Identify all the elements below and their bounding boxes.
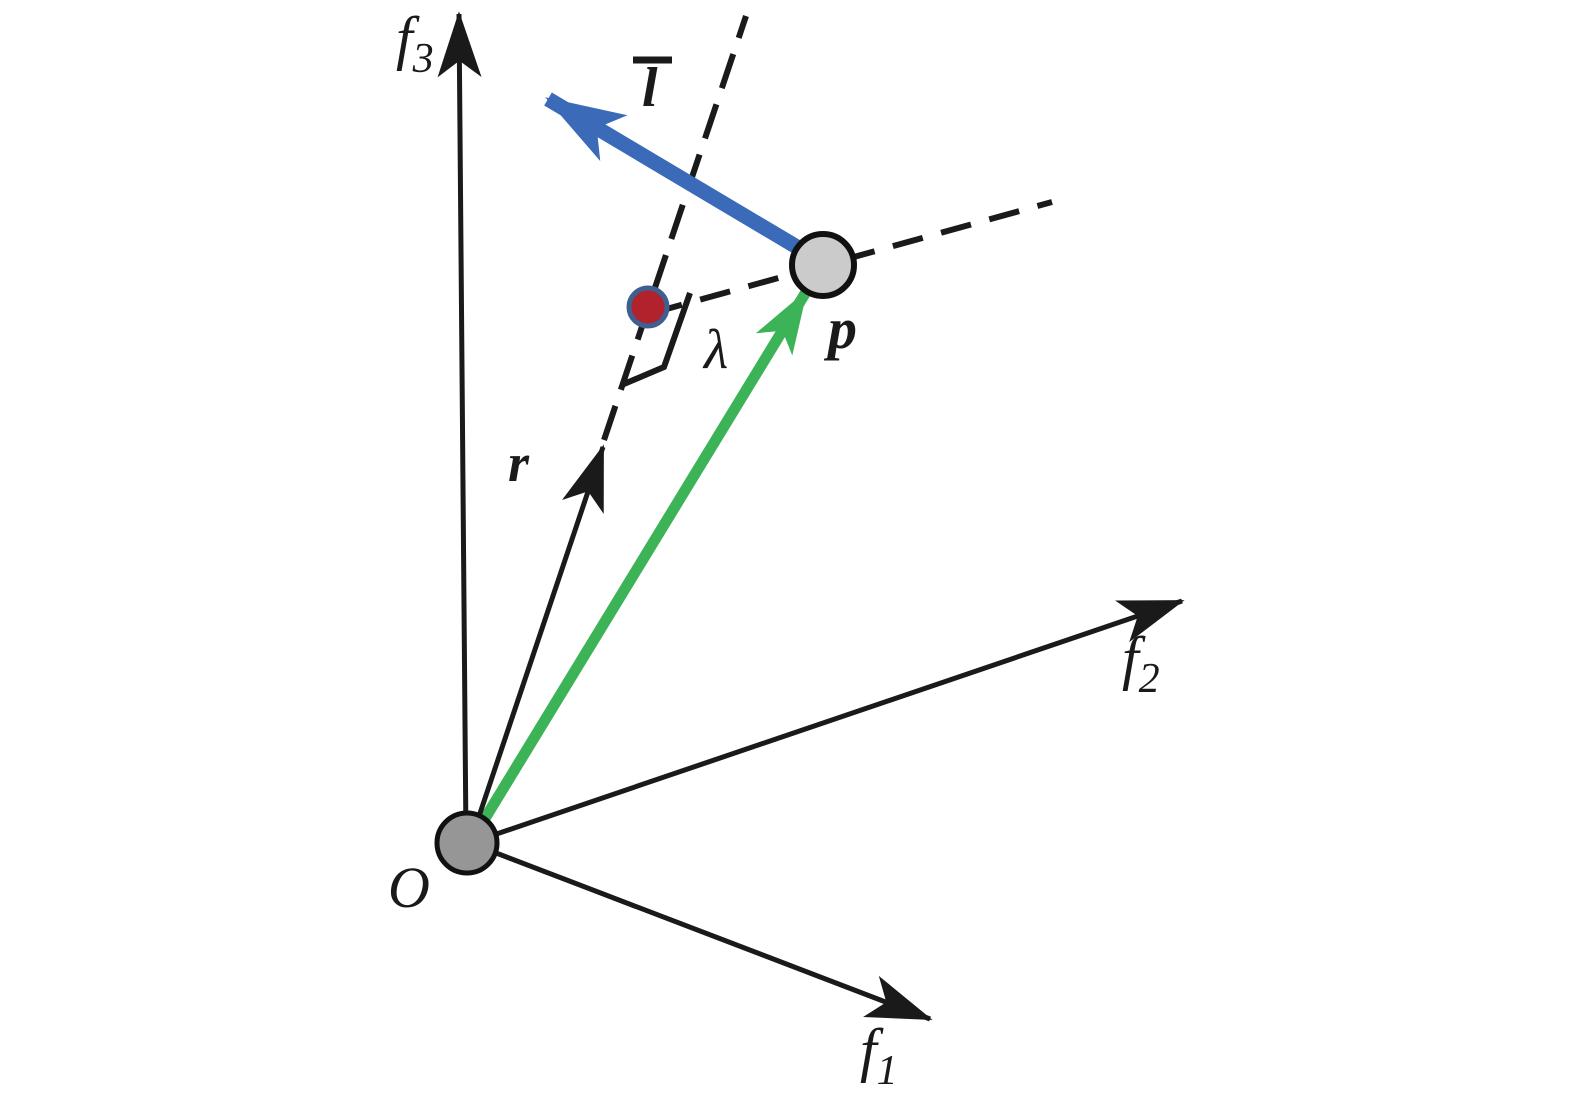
origin-node [434,810,500,876]
right-angle-marker [622,292,693,387]
red-foot-point [626,285,670,329]
label-point-p: p [823,296,857,361]
label-f2: f2 [1122,625,1160,702]
axis-f2 [469,598,1185,846]
axis-f3 [437,11,482,842]
label-lambda: λ [702,319,728,381]
label-origin: O [388,855,430,920]
vector-l-bar [544,92,816,263]
label-f1: f1 [860,1017,898,1094]
axis-f1 [469,840,933,1022]
point-p-node [789,231,857,299]
label-vector-r: r [508,433,530,493]
label-l-bar: l [642,57,658,119]
label-f3: f3 [396,5,434,82]
vector-o-to-p [465,289,811,846]
dashed-line-r-extension [601,15,749,441]
vector-r [467,444,606,844]
